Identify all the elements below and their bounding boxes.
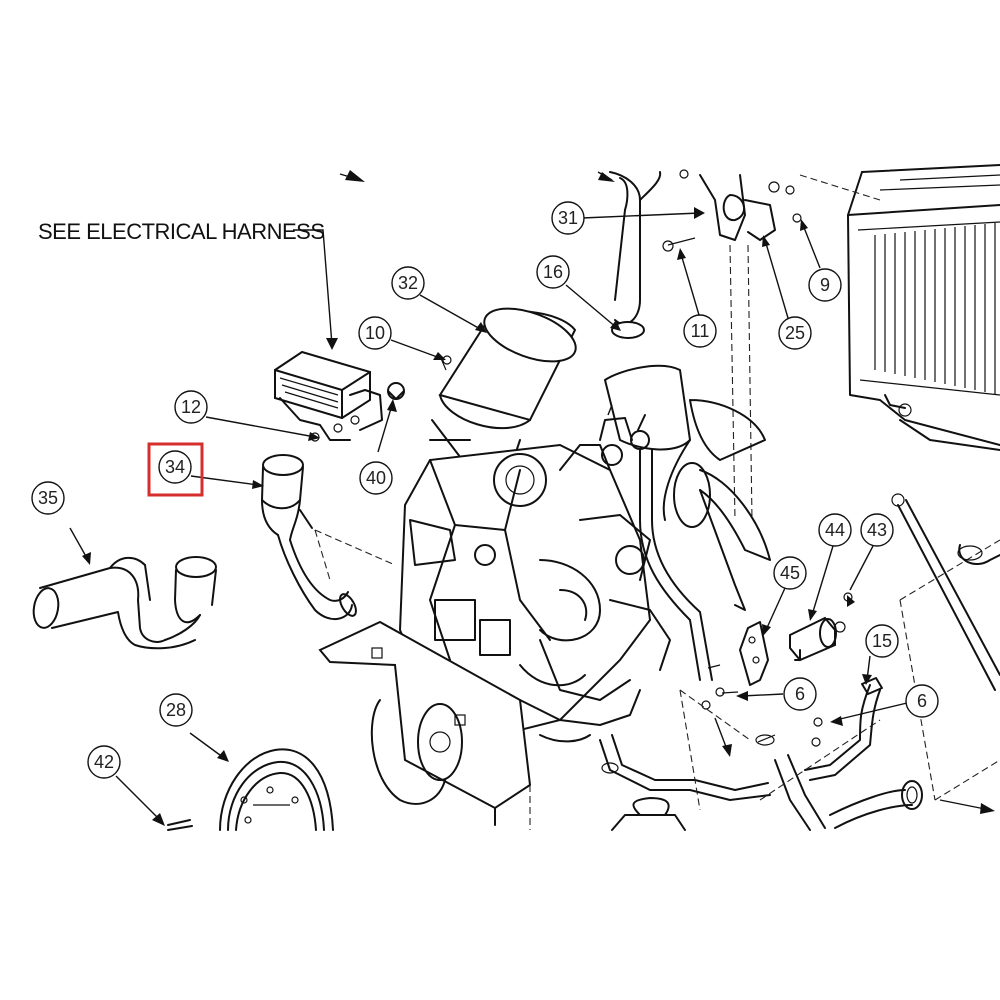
part-bubble-34[interactable]: 34 bbox=[158, 450, 192, 484]
highlight-box-34 bbox=[147, 442, 204, 497]
part-label-25: 25 bbox=[785, 323, 805, 343]
hose-34-drawing bbox=[261, 454, 396, 620]
part-label-35: 35 bbox=[38, 488, 58, 508]
part-label-16: 16 bbox=[543, 262, 563, 282]
part-bubble-44[interactable]: 44 bbox=[818, 513, 852, 547]
part-bubble-45[interactable]: 45 bbox=[773, 556, 807, 590]
leader-lines bbox=[69, 171, 991, 821]
part-label-45: 45 bbox=[780, 563, 800, 583]
electrical-box-drawing bbox=[274, 350, 452, 442]
small-parts-drawing bbox=[679, 592, 923, 831]
part-bubble-32[interactable]: 32 bbox=[391, 266, 425, 300]
part-label-34: 34 bbox=[165, 457, 185, 477]
part-bubble-6-left[interactable]: 6 bbox=[783, 677, 817, 711]
part-bubble-6-right[interactable]: 6 bbox=[905, 684, 939, 718]
part-label-44: 44 bbox=[825, 520, 845, 540]
part-bubble-25[interactable]: 25 bbox=[778, 316, 812, 350]
part-label-12: 12 bbox=[181, 397, 201, 417]
part-label-32: 32 bbox=[398, 273, 418, 293]
engine-drawing bbox=[318, 307, 771, 831]
part-label-15: 15 bbox=[872, 631, 892, 651]
part-label-6-right: 6 bbox=[917, 691, 927, 711]
linkage-drawing bbox=[891, 493, 1000, 801]
part-bubble-16[interactable]: 16 bbox=[536, 255, 570, 289]
upper-bracket-drawing bbox=[609, 169, 881, 521]
part-bubble-10[interactable]: 10 bbox=[358, 316, 392, 350]
part-bubble-42[interactable]: 42 bbox=[87, 745, 121, 779]
part-label-31: 31 bbox=[558, 208, 578, 228]
part-label-10: 10 bbox=[365, 323, 385, 343]
part-label-9: 9 bbox=[820, 275, 830, 295]
part-label-6-left: 6 bbox=[795, 684, 805, 704]
hose-35-drawing bbox=[32, 556, 217, 650]
part-label-11: 11 bbox=[691, 321, 710, 341]
part-label-28: 28 bbox=[166, 700, 186, 720]
part-bubble-12[interactable]: 12 bbox=[174, 390, 208, 424]
part-bubble-35[interactable]: 35 bbox=[31, 481, 65, 515]
part-label-43: 43 bbox=[867, 520, 887, 540]
part-bubble-9[interactable]: 9 bbox=[808, 268, 842, 302]
part-bubble-28[interactable]: 28 bbox=[159, 693, 193, 727]
electrical-harness-callout: SEE ELECTRICAL HARNESS bbox=[38, 219, 325, 244]
radiator-drawing bbox=[847, 164, 1000, 451]
part-bubble-43[interactable]: 43 bbox=[860, 513, 894, 547]
pulley-drawing bbox=[167, 748, 334, 831]
part-label-42: 42 bbox=[94, 752, 114, 772]
arrowheads bbox=[82, 170, 995, 826]
part-bubble-31[interactable]: 31 bbox=[551, 201, 585, 235]
part-bubble-11[interactable]: 11 bbox=[683, 314, 717, 348]
part-bubble-15[interactable]: 15 bbox=[865, 624, 899, 658]
part-bubble-40[interactable]: 40 bbox=[359, 461, 393, 495]
part-label-40: 40 bbox=[366, 468, 386, 488]
